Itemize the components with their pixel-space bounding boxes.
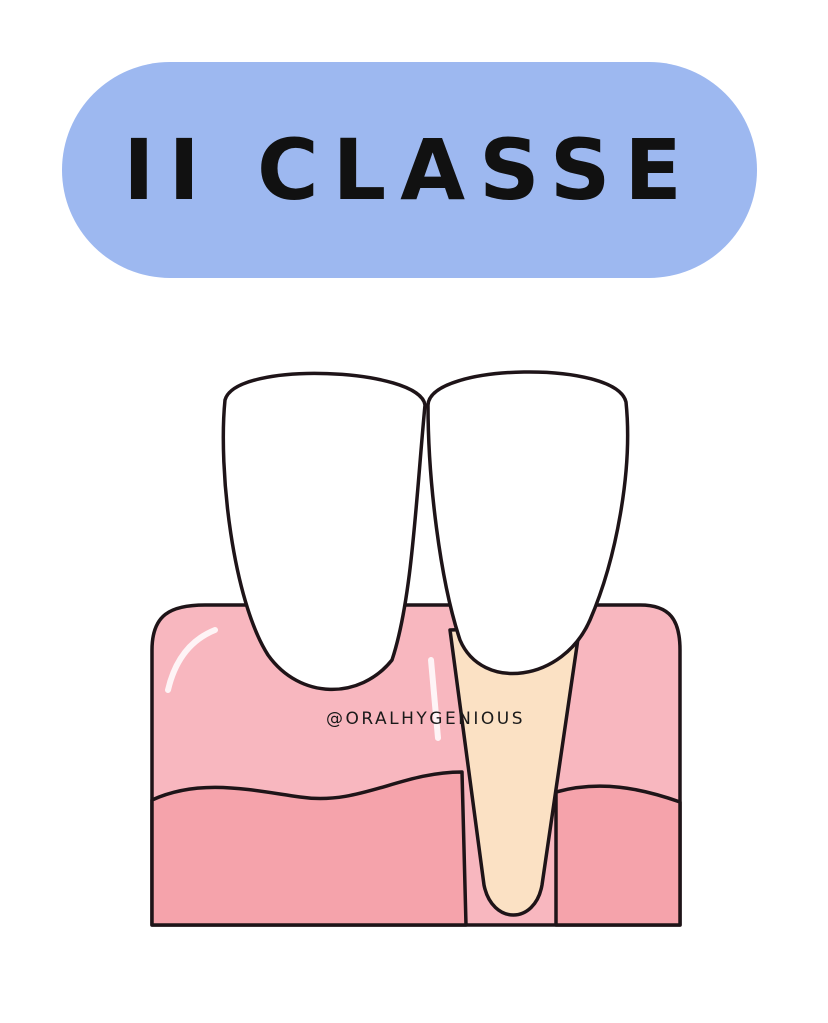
watermark: @ORALHYGENIOUS: [326, 709, 526, 729]
right-incisor: [426, 370, 630, 676]
left-incisor: [221, 371, 427, 692]
exposed-root: [448, 623, 582, 917]
lower-gum-right: [554, 784, 682, 927]
lower-gum-left: [150, 770, 468, 927]
gum-highlight: [165, 627, 218, 693]
title-banner: II CLASSE: [62, 62, 757, 278]
gum-highlight: [428, 657, 441, 741]
title-text: II CLASSE: [123, 121, 696, 219]
